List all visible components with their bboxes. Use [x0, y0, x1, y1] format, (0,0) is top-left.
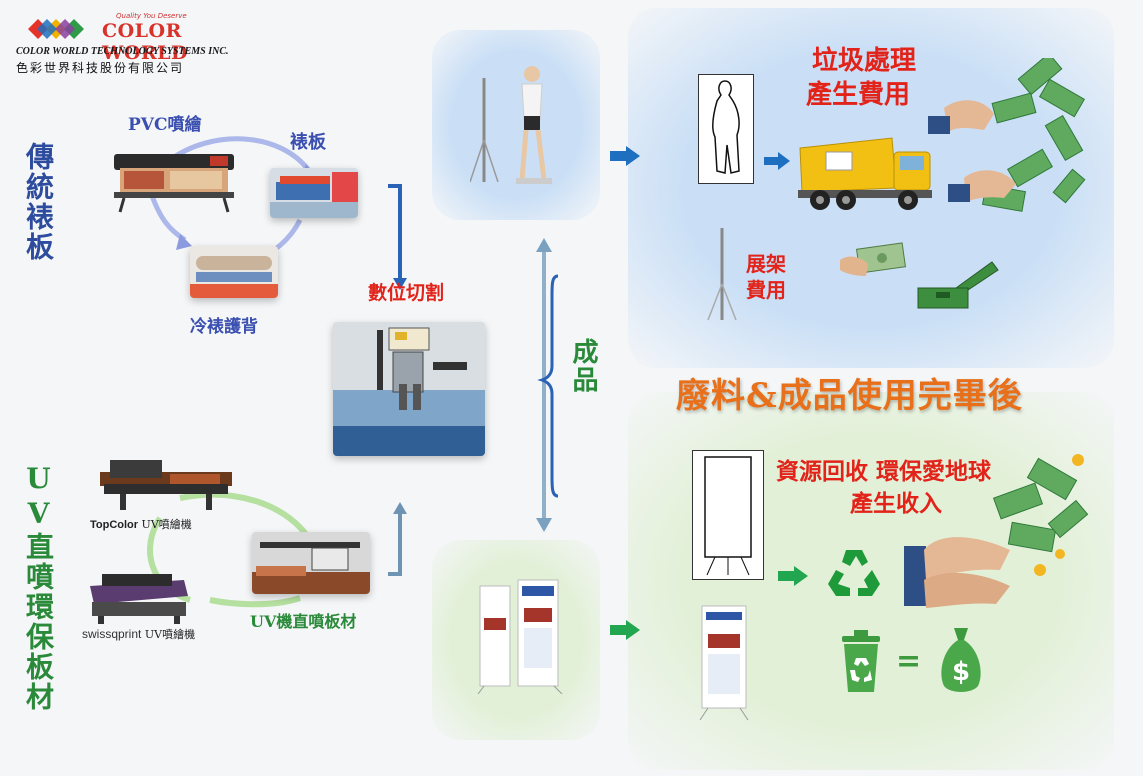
open-case-icon	[912, 258, 1000, 314]
money-hands-green-icon	[900, 450, 1100, 620]
top-product-to-right-arrow	[610, 146, 640, 166]
cold-laminating-image	[190, 246, 278, 298]
figure-to-truck-arrow	[764, 152, 790, 170]
stand-cost-line2: 費用	[746, 278, 786, 302]
product-label: 成品	[568, 338, 598, 394]
rollup-banner-small-image	[694, 604, 754, 721]
standing-figure-image	[469, 60, 566, 188]
uv-board-image	[252, 532, 370, 594]
waste-figure-outline	[698, 74, 754, 184]
uv-board-label: UV機直噴板材	[250, 612, 357, 631]
swissqprint-label: swissqprint UV噴繪機	[82, 626, 195, 642]
equals-sign: =	[896, 644, 922, 679]
cutting-machine-image	[333, 322, 485, 456]
mount-label: 裱板	[290, 132, 326, 153]
product-vertical-arrow	[536, 238, 559, 532]
rollup-banners-image	[474, 578, 570, 695]
bottom-product-to-right-arrow	[610, 620, 640, 640]
swissqprint-printer-image	[84, 566, 192, 624]
bottom-product-panel	[432, 540, 600, 740]
waste-title-line1: 垃圾處理	[812, 46, 917, 76]
topcolor-brand: TopColor	[90, 519, 139, 531]
cash-hand-icon	[838, 240, 908, 286]
pvc-printer-image	[110, 148, 238, 214]
digital-cutting-label: 數位切割	[368, 282, 445, 304]
company-english: COLOR WORLD TECHNOLOGY SYSTEMS INC.	[16, 46, 229, 57]
pvc-label: PVC噴繪	[128, 115, 202, 135]
trash-recycle-icon	[838, 628, 884, 694]
traditional-title: 傳統裱板	[22, 142, 55, 262]
logo-diamonds-icon	[28, 19, 84, 39]
money-hands-icon	[924, 52, 1094, 224]
cold-laminate-label: 冷裱護背	[190, 317, 258, 337]
brand-tagline: Quality You Deserve	[116, 12, 187, 20]
uv-title: UV直噴環保板材	[22, 462, 55, 712]
after-use-title: 廢料&成品使用完畢後	[676, 376, 1023, 416]
money-bag-icon: $	[936, 624, 986, 696]
swissqprint-suffix: UV噴繪機	[141, 628, 196, 641]
waste-title-line2: 產生費用	[806, 80, 911, 110]
topcolor-suffix: UV噴繪機	[138, 518, 192, 531]
traditional-to-cutting-arrow	[388, 184, 407, 290]
stand-cost-line1: 展架	[746, 252, 786, 276]
banner-to-recycle-arrow	[778, 566, 808, 586]
logo: Quality You Deserve COLOR WORLD COLOR WO…	[16, 12, 246, 75]
brand-name: COLOR WORLD	[102, 20, 189, 64]
top-product-panel	[432, 30, 600, 220]
topcolor-label: TopColor UV噴繪機	[90, 516, 192, 532]
topcolor-printer-image	[100, 456, 232, 512]
mounting-machine-image	[270, 168, 358, 218]
recycle-title-line2: 產生收入	[850, 490, 942, 517]
company-chinese: 色彩世界科技股份有限公司	[16, 61, 185, 75]
truck-icon	[796, 132, 938, 214]
swissqprint-brand: swissqprint	[82, 627, 142, 641]
svg-text:$: $	[952, 657, 970, 687]
stand-pole-image	[704, 224, 744, 324]
recycle-title-line1: 資源回收 環保愛地球	[776, 458, 992, 485]
uv-to-cutting-arrow	[388, 502, 407, 576]
recycle-icon	[824, 544, 884, 600]
recycle-banner-outline	[692, 450, 764, 580]
